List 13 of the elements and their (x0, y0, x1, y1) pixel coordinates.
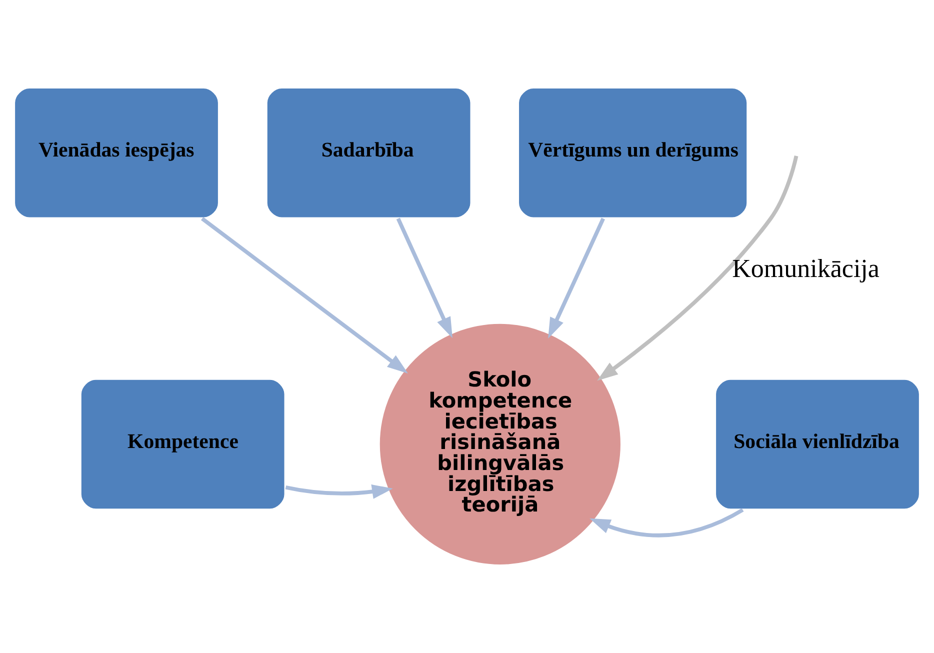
arrow (590, 508, 744, 538)
node-circle: Skolo kompetence iecietības risināšanā bilingvālās izglītības teorijā (377, 321, 624, 568)
arrow (597, 155, 798, 381)
node-box: Vienādas iespējas (12, 86, 221, 220)
arrow (396, 218, 452, 338)
node-box: Kompetence (78, 377, 287, 512)
arrow (200, 217, 408, 374)
node-box: Vērtīgums un derīgums (516, 86, 750, 220)
arrow (548, 218, 605, 339)
node-box: Sadarbība (264, 86, 473, 220)
arrow (285, 484, 393, 499)
edge-label: Komunikācija (732, 254, 880, 284)
node-box: Sociāla vienlīdzība (713, 377, 922, 512)
